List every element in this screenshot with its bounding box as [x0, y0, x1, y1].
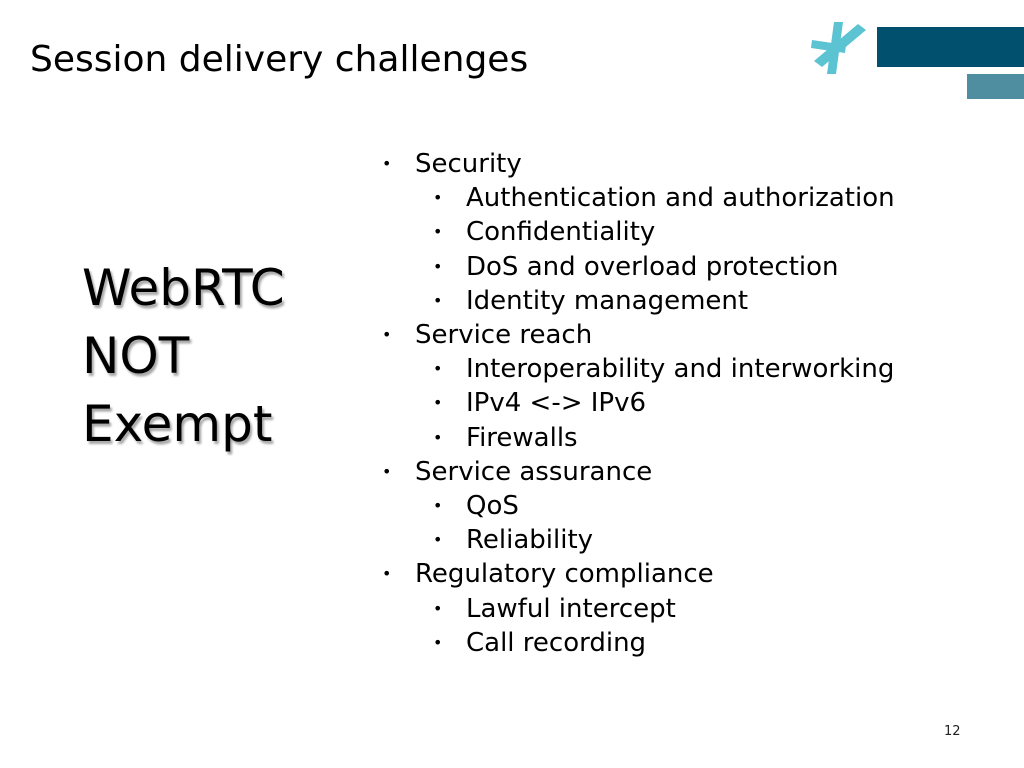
- sub-bullet-item: • IPv4 <-> IPv6: [433, 386, 895, 420]
- bullet-dot-icon: •: [433, 290, 443, 310]
- slide-title: Session delivery challenges: [30, 39, 529, 80]
- sub-bullet-label: Reliability: [466, 525, 594, 556]
- sub-bullet-list: • Authentication and authorization • Confi…: [382, 181, 895, 318]
- callout-line: Exempt: [82, 395, 273, 453]
- sub-bullet-list: • QoS • Reliability: [382, 489, 895, 557]
- header-bar-light: [967, 74, 1024, 99]
- bullet-dot-icon: •: [382, 564, 392, 584]
- bullet-dot-icon: •: [382, 461, 392, 481]
- bullet-group: • Regulatory compliance • Lawful intercep…: [382, 557, 895, 660]
- sub-bullet-label: Identity management: [466, 285, 749, 316]
- bullet-dot-icon: •: [433, 359, 443, 379]
- bullet-item-label: Regulatory compliance: [415, 559, 714, 590]
- bullet-dot-icon: •: [433, 222, 443, 242]
- bullet-dot-icon: •: [433, 256, 443, 276]
- bullet-dot-icon: •: [433, 598, 443, 618]
- sub-bullet-item: • Confidentiality: [433, 215, 895, 249]
- sub-bullet-label: QoS: [466, 491, 519, 522]
- sub-bullet-label: Lawful intercept: [466, 593, 676, 624]
- logo-strokes: [811, 22, 866, 74]
- sub-bullet-item: • Lawful intercept: [433, 592, 895, 626]
- bullet-group: • Service reach • Interoperability and in…: [382, 318, 895, 455]
- sub-bullet-label: DoS and overload protection: [466, 251, 839, 282]
- bullet-list: • Security • Authentication and authoriza…: [382, 147, 895, 660]
- sub-bullet-item: • Firewalls: [433, 421, 895, 455]
- bullet-item-label: Service assurance: [415, 456, 653, 487]
- bullet-dot-icon: •: [433, 632, 443, 652]
- header-bar-dark: [877, 27, 1024, 67]
- sub-bullet-item: • Interoperability and interworking: [433, 352, 895, 386]
- sub-bullet-list: • Interoperability and interworking • IPv4…: [382, 352, 895, 455]
- bullet-item-label: Service reach: [415, 320, 593, 351]
- bullet-dot-icon: •: [433, 427, 443, 447]
- sub-bullet-item: • DoS and overload protection: [433, 250, 895, 284]
- sub-bullet-label: Call recording: [466, 627, 647, 658]
- bullet-dot-icon: •: [433, 530, 443, 550]
- star-asterisk-logo-icon: [811, 22, 866, 74]
- sub-bullet-item: • QoS: [433, 489, 895, 523]
- bullet-dot-icon: •: [382, 154, 392, 173]
- callout-line: NOT: [82, 327, 190, 385]
- bullet-dot-icon: •: [433, 188, 443, 208]
- bullet-dot-icon: •: [433, 393, 443, 413]
- sub-bullet-label: Firewalls: [466, 422, 578, 453]
- sub-bullet-label: Authentication and authorization: [466, 183, 895, 214]
- sub-bullet-label: Confidentiality: [466, 217, 656, 248]
- sub-bullet-label: IPv4 <-> IPv6: [466, 388, 647, 419]
- bullet-item: • Service assurance: [382, 455, 895, 489]
- callout-text: WebRTC NOT Exempt: [82, 254, 285, 458]
- bullet-item: • Security: [382, 147, 895, 181]
- sub-bullet-list: • Lawful intercept • Call recording: [382, 592, 895, 660]
- callout-line: WebRTC: [82, 259, 285, 317]
- bullet-item: • Service reach: [382, 318, 895, 352]
- bullet-group: • Service assurance • QoS • Reliability: [382, 455, 895, 558]
- bullet-group: • Security • Authentication and authoriza…: [382, 147, 895, 318]
- bullet-item-label: Security: [415, 149, 522, 179]
- sub-bullet-item: • Reliability: [433, 523, 895, 557]
- page-number: 12: [944, 724, 961, 739]
- bullet-dot-icon: •: [433, 496, 443, 516]
- sub-bullet-item: • Authentication and authorization: [433, 181, 895, 215]
- sub-bullet-item: • Call recording: [433, 626, 895, 660]
- sub-bullet-item: • Identity management: [433, 284, 895, 318]
- bullet-item: • Regulatory compliance: [382, 557, 895, 591]
- bullet-dot-icon: •: [382, 325, 392, 345]
- sub-bullet-label: Interoperability and interworking: [466, 354, 895, 385]
